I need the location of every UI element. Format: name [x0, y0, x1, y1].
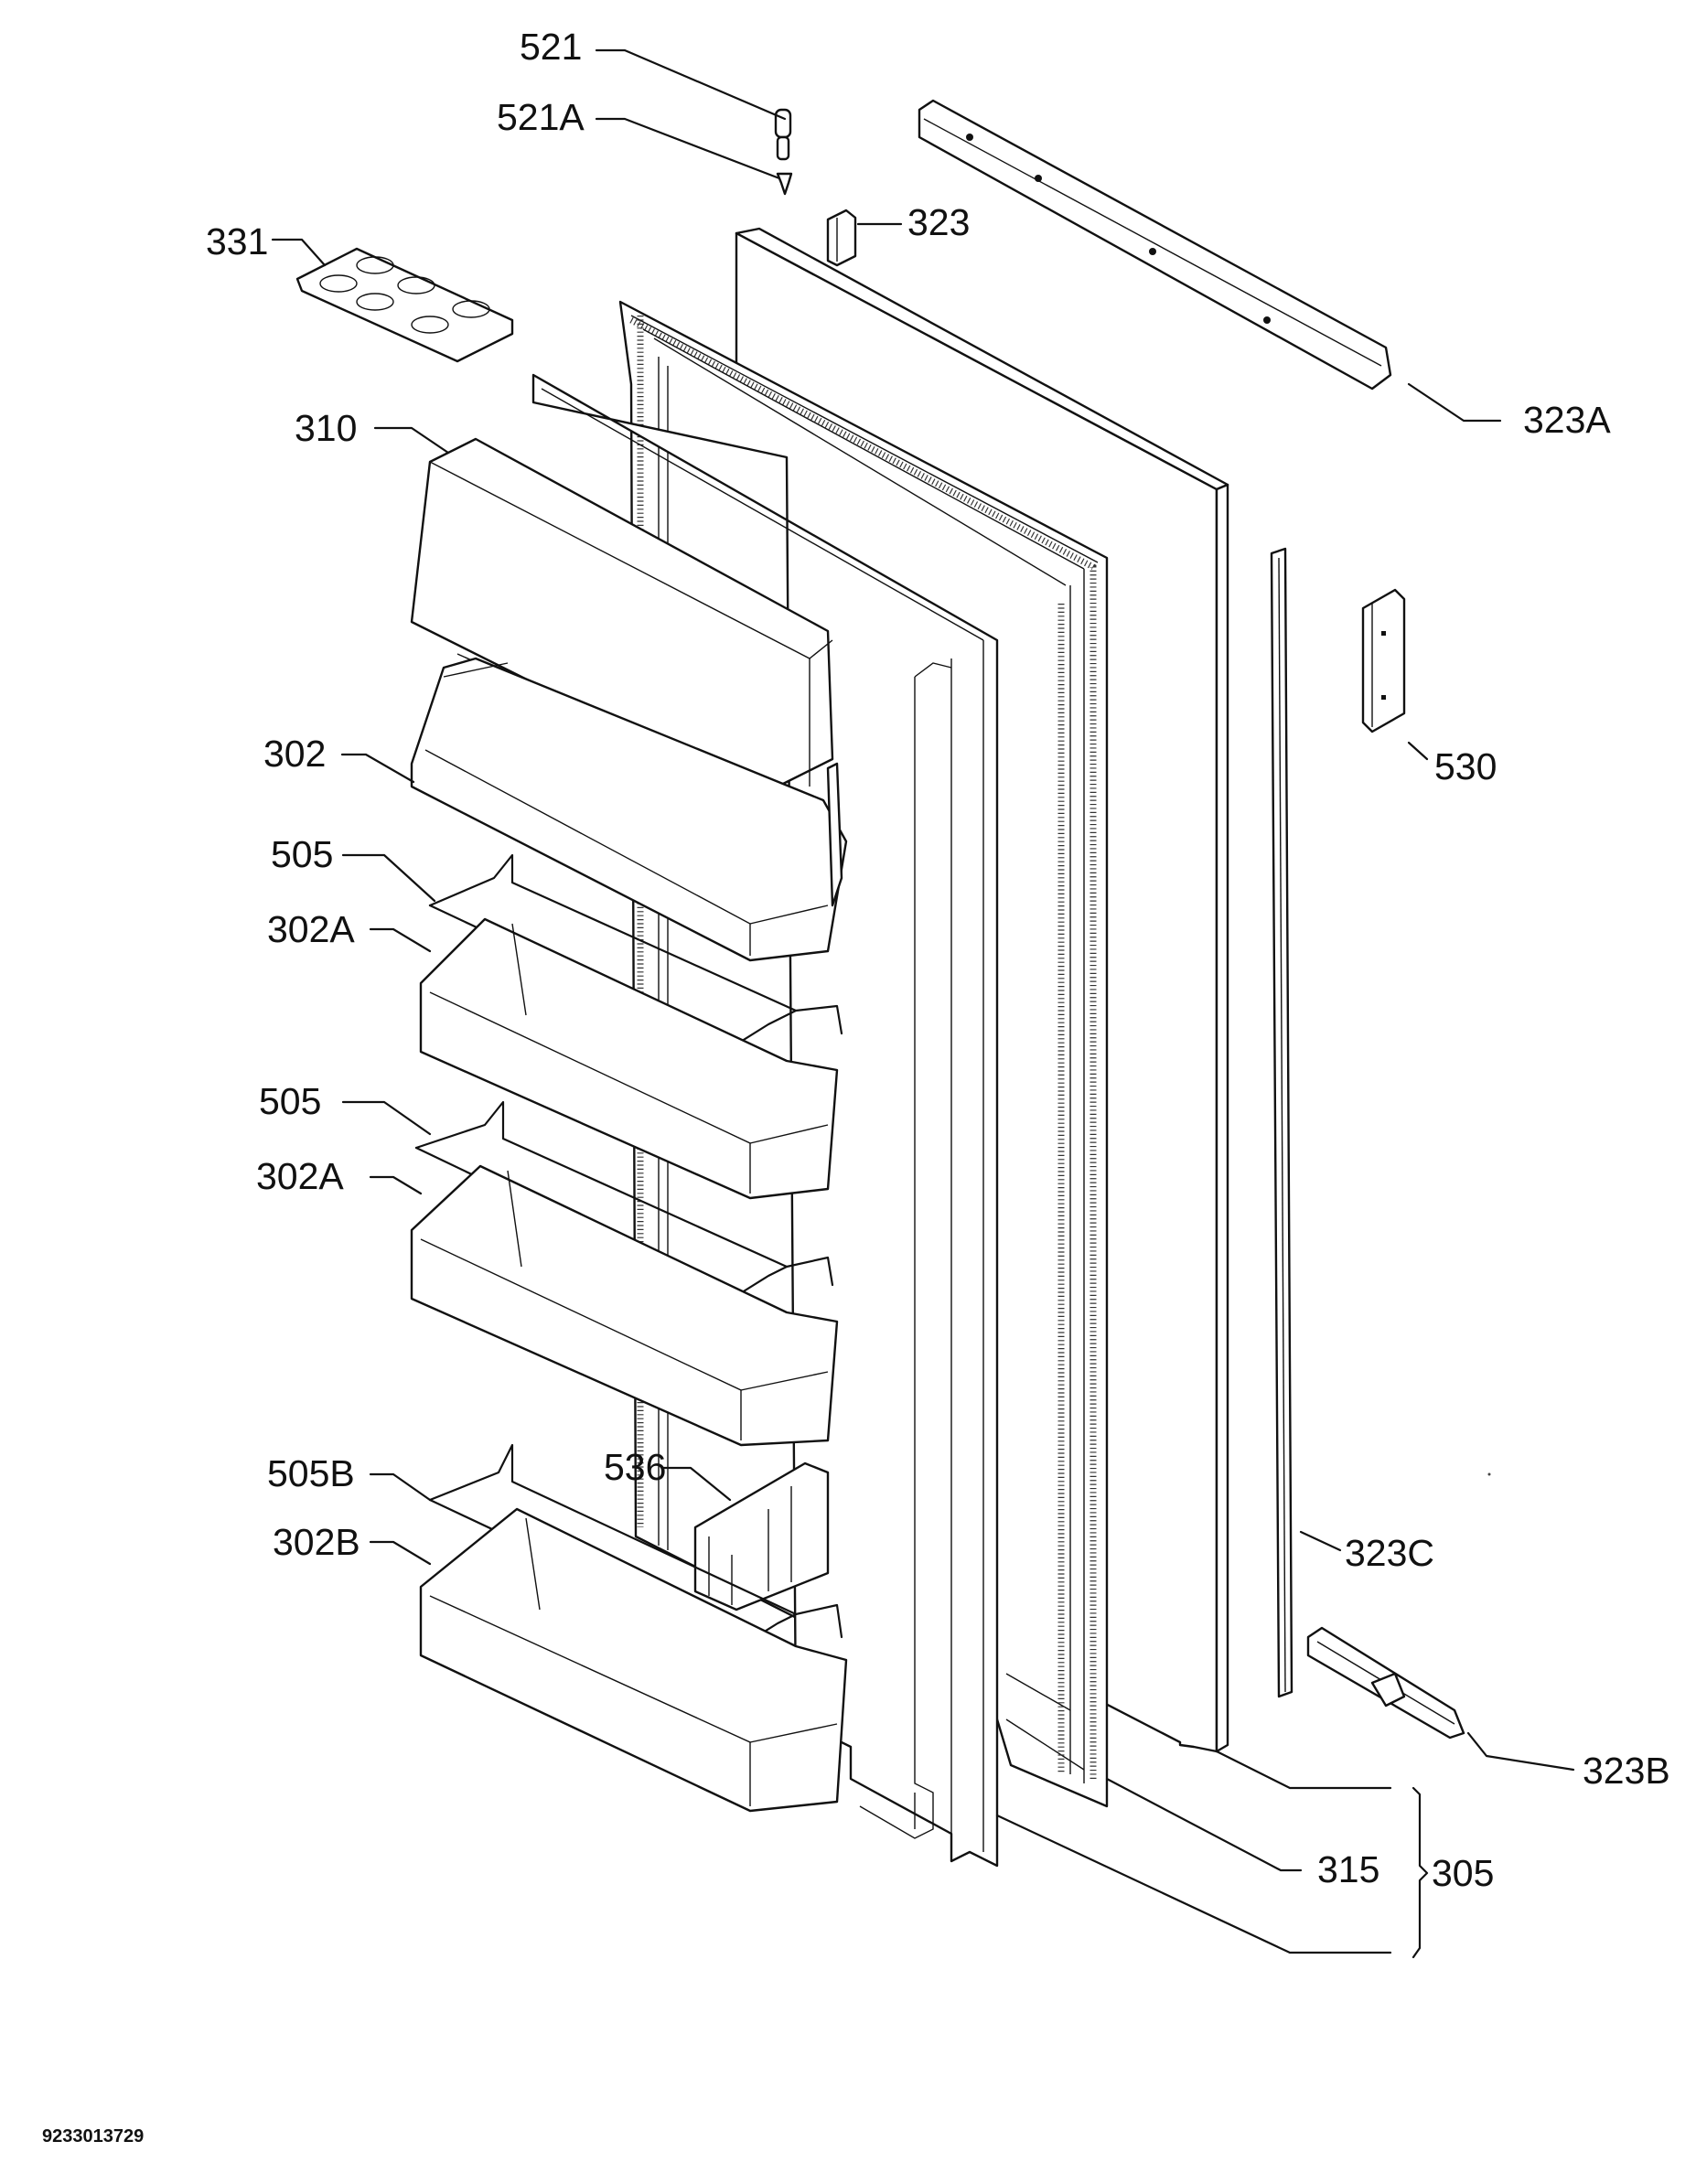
label-521: 521	[520, 26, 582, 68]
label-302a-2: 302A	[256, 1155, 344, 1197]
label-505-2: 505	[259, 1080, 321, 1122]
leader-lines	[271, 48, 1575, 1959]
label-530: 530	[1434, 745, 1497, 787]
hinge-pin	[774, 108, 793, 196]
label-505-1: 505	[271, 833, 333, 875]
label-536: 536	[604, 1446, 666, 1488]
label-310: 310	[295, 407, 357, 449]
label-323a: 323A	[1523, 399, 1611, 441]
dairy-compartment	[410, 437, 834, 798]
door-shelf-302b	[419, 1507, 848, 1813]
part-labels: 521 521A 331 323 323A 310 530 302 505 30…	[206, 26, 1670, 1894]
bottom-trim	[1306, 1626, 1465, 1740]
label-323b: 323B	[1583, 1750, 1670, 1792]
document-id: 9233013729	[42, 2126, 144, 2147]
label-521a: 521A	[497, 96, 585, 138]
label-323: 323	[907, 201, 970, 243]
label-315: 315	[1317, 1848, 1379, 1890]
door-shelf-302a-2	[410, 1164, 839, 1447]
label-302b: 302B	[273, 1521, 360, 1563]
label-331: 331	[206, 220, 268, 262]
label-302: 302	[263, 733, 326, 775]
inner-door-liner	[531, 373, 999, 1868]
label-323c: 323C	[1345, 1532, 1434, 1574]
egg-tray	[295, 247, 514, 363]
side-trim	[1270, 547, 1293, 1698]
label-305: 305	[1432, 1852, 1494, 1894]
top-trim-rail	[918, 99, 1392, 391]
door-shelf-302	[410, 657, 848, 962]
top-bracket	[826, 209, 857, 267]
hinge-bracket	[1361, 588, 1406, 733]
label-302a-1: 302A	[267, 908, 355, 950]
bottle-divider	[693, 1461, 830, 1611]
door-shelf-302a-1	[419, 917, 839, 1200]
label-505b: 505B	[267, 1452, 355, 1494]
